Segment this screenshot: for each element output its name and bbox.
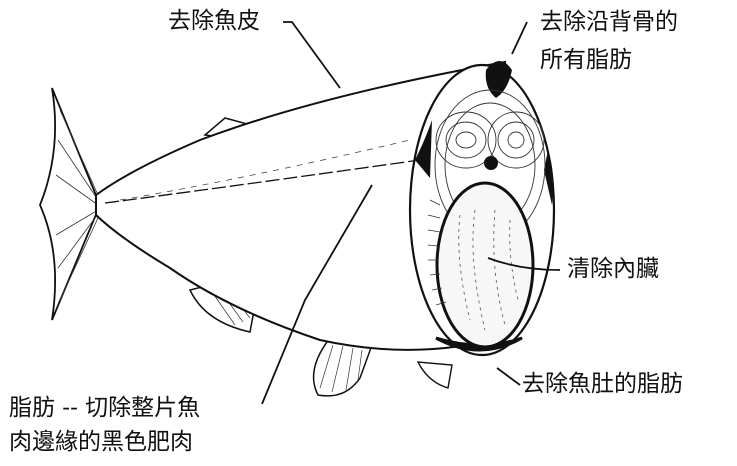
label-clean-organs: 清除內臟 bbox=[567, 253, 659, 285]
cross-section bbox=[410, 61, 554, 355]
label-remove-skin: 去除魚皮 bbox=[168, 5, 260, 37]
tail-fin bbox=[40, 88, 100, 320]
anal-fin bbox=[418, 362, 452, 388]
label-trim-fat-line1: 脂肪 -- 切除整片魚 bbox=[9, 392, 200, 424]
label-trim-fat-line2: 肉邊緣的黑色肥肉 bbox=[9, 426, 193, 458]
label-remove-belly-fat: 去除魚肚的脂肪 bbox=[522, 368, 683, 400]
label-remove-back-fat-line1: 去除沿背骨的 bbox=[540, 6, 678, 38]
label-remove-back-fat-line2: 所有脂肪 bbox=[540, 44, 632, 76]
